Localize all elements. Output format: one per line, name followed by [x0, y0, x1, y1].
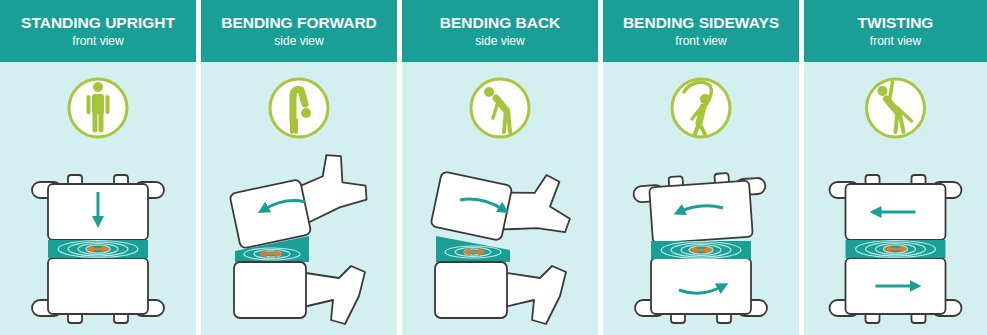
person-icon	[89, 82, 912, 134]
panel-title: BENDING FORWARD	[221, 14, 377, 33]
view-label: side view	[475, 34, 524, 48]
view-label: front view	[72, 34, 123, 48]
view-label: front view	[675, 34, 726, 48]
panel-ground	[201, 62, 397, 335]
force-arrow	[97, 192, 100, 222]
force-arrow	[876, 211, 916, 214]
panel-title: TWISTING	[858, 14, 934, 33]
view-label: side view	[274, 34, 323, 48]
nucleus-arrow	[693, 249, 709, 252]
force-arrow	[876, 285, 916, 288]
vertebrae-side	[430, 154, 577, 324]
bending-figure	[292, 90, 311, 132]
vertebrae-side	[226, 148, 373, 324]
header-band: BENDING FORWARDside view	[201, 0, 397, 62]
panel-ground	[0, 62, 987, 335]
force-arrow	[679, 206, 723, 212]
header-band: BENDING SIDEWAYSfront view	[603, 0, 799, 62]
icon-circle	[471, 79, 529, 137]
nucleus-arrow	[263, 253, 279, 256]
icon-circle	[672, 79, 730, 137]
icon-circle	[867, 79, 925, 137]
header-band: TWISTINGfront view	[804, 0, 987, 62]
vertebrae-front	[830, 175, 962, 323]
header-band: STANDING UPRIGHTfront view	[0, 0, 196, 62]
side-bend-figure	[684, 82, 711, 134]
nucleus-arrow	[90, 248, 106, 251]
panel-title: BENDING BACK	[440, 14, 561, 33]
standing-figure	[89, 82, 108, 130]
icon-circle	[270, 79, 328, 137]
nucleus-arrow	[466, 251, 482, 254]
panel-ground	[402, 62, 598, 335]
force-arrow	[679, 286, 723, 293]
vertebrae-front	[32, 175, 164, 323]
panel-ground	[804, 62, 987, 335]
header-band: BENDING BACKside view	[402, 0, 598, 62]
nucleus-arrow	[888, 248, 904, 251]
panel-title: BENDING SIDEWAYS	[623, 14, 779, 33]
bending-figure	[484, 87, 510, 132]
force-arrow	[263, 201, 305, 210]
icon-circle	[69, 79, 925, 137]
panel-title: STANDING UPRIGHT	[21, 14, 175, 33]
force-arrow	[460, 199, 504, 210]
twisting-figure	[878, 82, 912, 132]
vertebrae-front	[633, 170, 769, 323]
view-label: front view	[870, 34, 921, 48]
panel-ground	[0, 62, 196, 335]
icon-circle	[69, 79, 127, 137]
panel-ground	[603, 62, 799, 335]
